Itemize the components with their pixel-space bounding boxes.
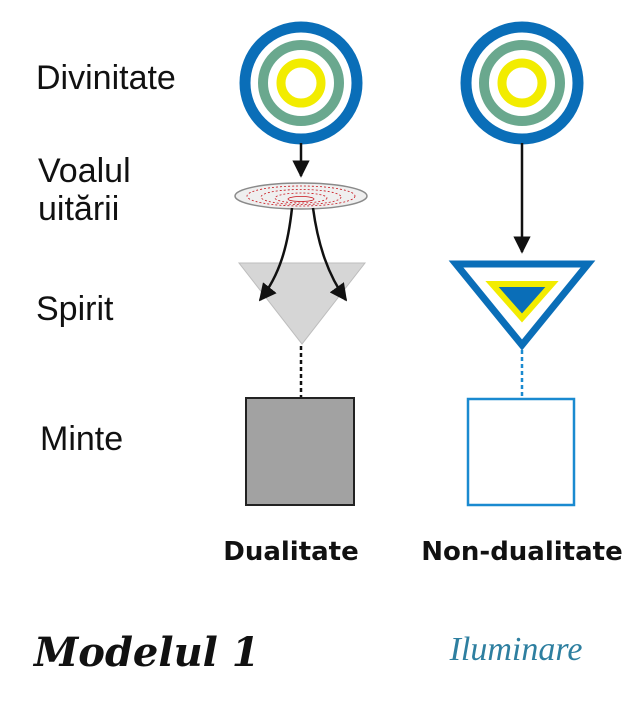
row-label-mind: Minte <box>40 420 123 458</box>
column-label-duality: Dualitate <box>223 537 359 567</box>
duality-divinity-rings <box>239 21 363 145</box>
nonduality-spirit-triangle <box>448 260 596 351</box>
duality-spirit-triangle <box>237 262 367 345</box>
duality-mind-square <box>245 397 355 506</box>
nonduality-mind-square <box>466 397 576 507</box>
column-label-nonduality: Non-dualitate <box>421 537 622 567</box>
row-label-veil-line1: Voalul <box>38 152 131 190</box>
duality-split-arrow-left <box>258 207 294 302</box>
veil-of-forgetting <box>234 182 368 210</box>
nonduality-divinity-rings <box>460 21 584 145</box>
row-label-spirit: Spirit <box>36 290 114 328</box>
duality-split-arrow-right <box>311 207 348 302</box>
row-label-divinity: Divinitate <box>36 59 176 97</box>
model-title: Modelul 1 <box>32 629 260 676</box>
row-label-veil-line2: uitării <box>38 190 119 228</box>
enlightenment-title: Iluminare <box>449 631 583 668</box>
